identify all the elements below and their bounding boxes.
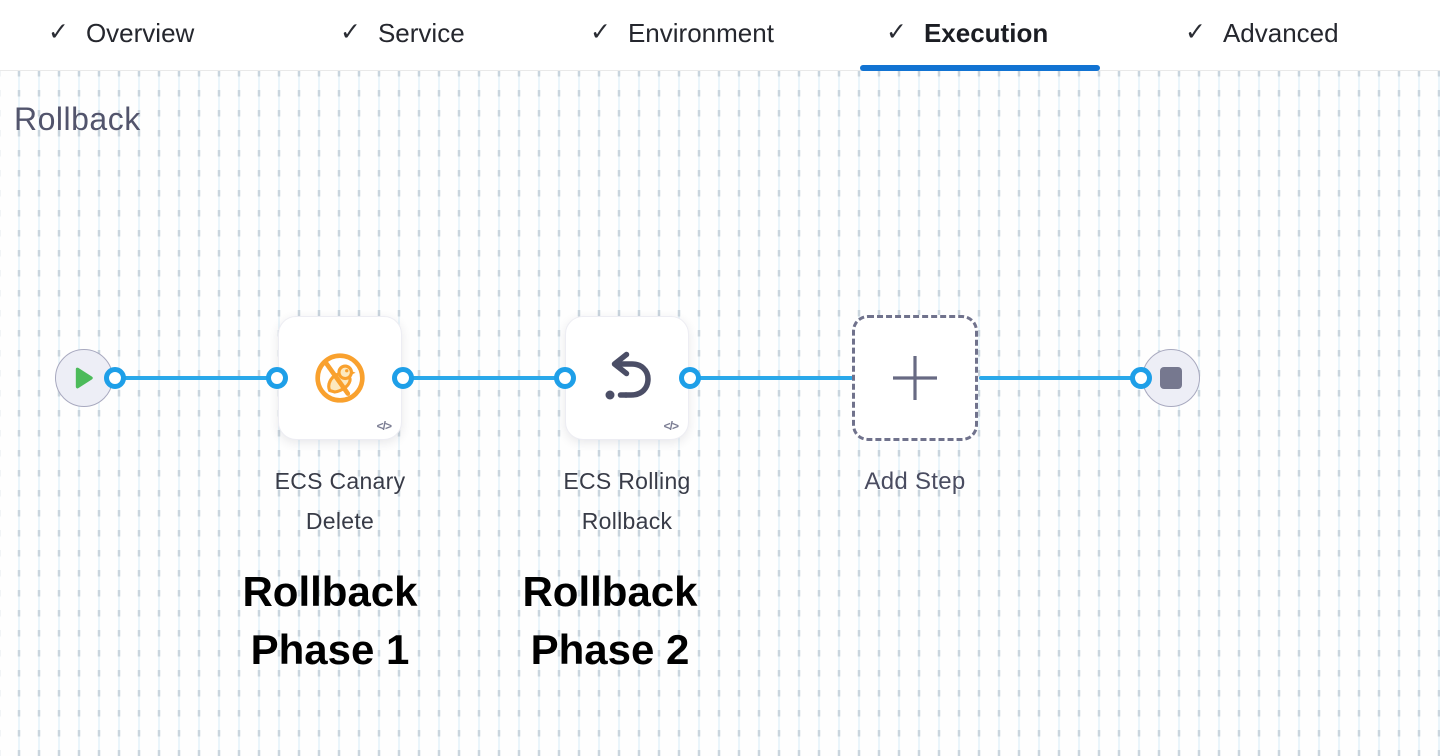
check-icon: ✓ <box>48 17 69 46</box>
connector-dot[interactable] <box>104 367 126 389</box>
code-template-icon: </> <box>376 419 392 433</box>
step-name-label: ECS Canary Delete <box>274 468 406 534</box>
section-title: Rollback <box>14 101 141 137</box>
tab-execution[interactable]: ✓ Execution <box>886 0 1048 66</box>
check-icon: ✓ <box>590 17 611 46</box>
annotation-rollback-phase-1: Rollback Phase 1 <box>242 568 418 673</box>
connector-dot[interactable] <box>392 367 414 389</box>
connector-dot[interactable] <box>266 367 288 389</box>
pipeline-start-node <box>55 349 113 407</box>
check-icon: ✓ <box>1185 17 1206 46</box>
canary-delete-icon <box>315 353 365 403</box>
tab-label: Environment <box>627 17 774 48</box>
tab-environment[interactable]: ✓ Environment <box>590 0 774 66</box>
tab-service[interactable]: ✓ Service <box>340 0 465 66</box>
tab-overview[interactable]: ✓ Overview <box>48 0 194 66</box>
stage-tabbar: ✓ Overview ✓ Service ✓ Environment ✓ Exe… <box>0 0 1440 71</box>
step-card-ecs-rolling-rollback[interactable]: </> <box>565 316 689 440</box>
tab-label: Advanced <box>1222 17 1339 48</box>
tab-label: Execution <box>923 17 1049 48</box>
rolling-rollback-icon <box>605 351 651 400</box>
step-card-ecs-canary-delete[interactable]: </> <box>278 316 402 440</box>
add-step-label: Add Step <box>864 468 966 495</box>
connector-dot[interactable] <box>1130 367 1152 389</box>
flow-line <box>403 376 565 380</box>
flow-line <box>979 376 1141 380</box>
plus-icon <box>893 356 937 400</box>
code-template-icon: </> <box>663 419 679 433</box>
connector-dot[interactable] <box>679 367 701 389</box>
connector-dot[interactable] <box>554 367 576 389</box>
active-tab-underline <box>860 65 1100 71</box>
stop-icon <box>1160 367 1182 389</box>
tab-label: Service <box>377 17 465 48</box>
check-icon: ✓ <box>886 17 907 46</box>
check-icon: ✓ <box>340 17 361 46</box>
flow-line <box>690 376 853 380</box>
add-step-button[interactable] <box>852 315 978 441</box>
step-name-label: ECS Rolling Rollback <box>563 468 691 534</box>
annotation-rollback-phase-2: Rollback Phase 2 <box>522 568 698 673</box>
pipeline-canvas[interactable]: Rollback </> </> <box>0 71 1440 756</box>
flow-line <box>115 376 277 380</box>
tab-advanced[interactable]: ✓ Advanced <box>1185 0 1339 66</box>
play-icon <box>75 367 93 389</box>
tab-label: Overview <box>85 17 195 48</box>
